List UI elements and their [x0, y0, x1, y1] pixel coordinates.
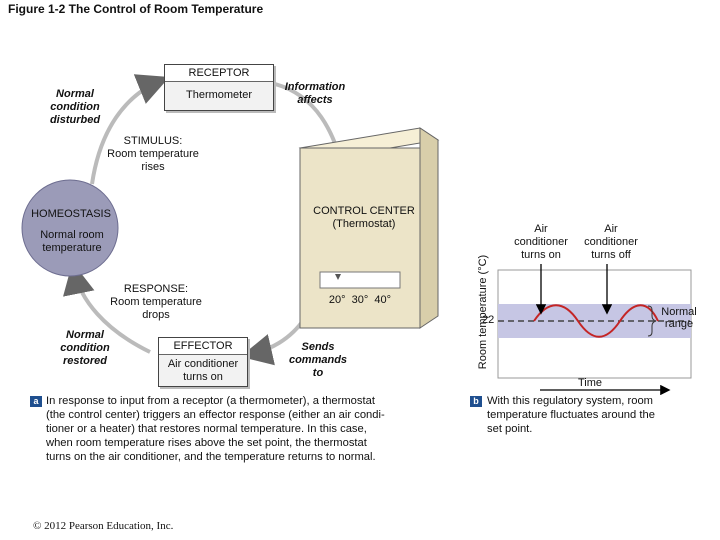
normal-condition-disturbed: Normal condition disturbed — [49, 88, 101, 126]
ac-on-label: Air conditioner turns on — [514, 223, 568, 261]
caption-a-badge: a — [30, 396, 42, 407]
control-center-label: CONTROL CENTER (Thermostat) — [313, 205, 415, 230]
figure-title: Figure 1-2 The Control of Room Temperatu… — [8, 2, 264, 16]
thermostat-box — [298, 127, 440, 329]
caption-a-text: In response to input from a receptor (a … — [46, 395, 385, 463]
receptor-title: RECEPTOR — [165, 65, 273, 82]
response-label: RESPONSE: Room temperature drops — [110, 283, 202, 321]
temperature-wave — [533, 304, 659, 338]
stimulus-label: STIMULUS: Room temperature rises — [107, 135, 199, 173]
graph-x-axis-label: Time — [577, 377, 603, 389]
arrow-disturbed-to-receptor — [90, 74, 170, 185]
set-point-value: 22 — [482, 314, 495, 326]
receptor-body: Thermometer — [185, 89, 253, 101]
thermostat-scale: 20° 30° 40° — [328, 294, 392, 306]
information-affects-label: Information affects — [284, 81, 346, 106]
graph-y-axis-label: Room temperature (°C) — [477, 254, 489, 370]
copyright: © 2012 Pearson Education, Inc. — [33, 520, 174, 532]
caption-b-badge: b — [470, 396, 482, 407]
graph-axes — [497, 264, 692, 396]
arrow-restored-to-homeostasis — [63, 262, 151, 354]
caption-b-text: With this regulatory system, room temper… — [487, 395, 655, 435]
effector-box: EFFECTOR Air conditioner turns on — [158, 337, 248, 387]
ac-off-label: Air conditioner turns off — [584, 223, 638, 261]
receptor-box: RECEPTOR Thermometer — [164, 64, 274, 111]
effector-body: Air conditioner turns on — [167, 358, 239, 383]
homeostasis-circle — [21, 179, 119, 277]
homeostasis-body: Normal room temperature — [40, 229, 104, 254]
sends-commands-label: Sends commands to — [288, 341, 348, 379]
homeostasis-title: HOMEOSTASIS — [31, 208, 111, 220]
effector-title: EFFECTOR — [159, 338, 247, 355]
normal-range-label: Normal range — [661, 306, 697, 330]
normal-condition-restored: Normal condition restored — [60, 329, 110, 367]
